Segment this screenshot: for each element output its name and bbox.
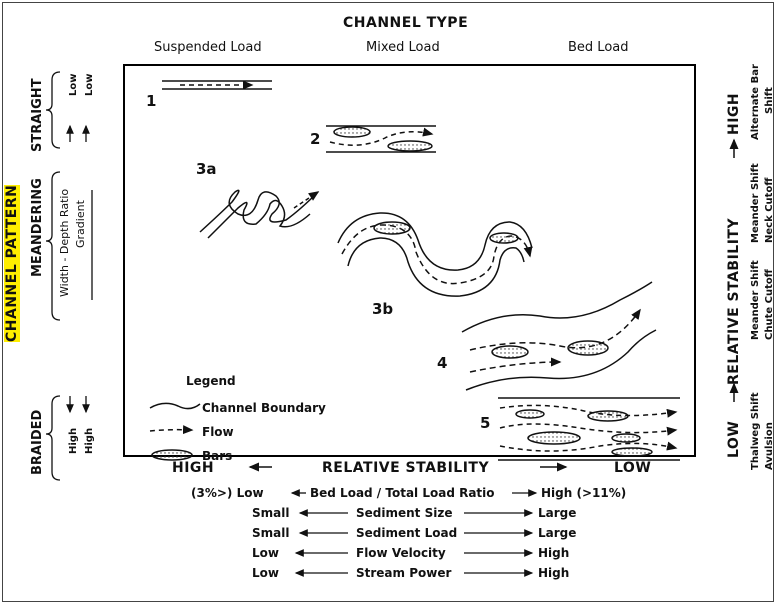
left-down-arrows: [70, 396, 86, 412]
bottom-table-arrows: [292, 493, 536, 573]
brace-braided: [46, 396, 60, 480]
diagram-5-channel: [498, 398, 680, 460]
diagram-3b-channel: [338, 213, 532, 296]
diagram-4-channel: [462, 282, 656, 390]
diagram-2-channel: [326, 126, 436, 152]
left-up-arrows: [70, 126, 86, 142]
diagram-1-channel: [162, 81, 272, 89]
legend-symbols: [150, 403, 200, 460]
brace-straight: [46, 72, 60, 148]
brace-meandering: [46, 172, 60, 320]
diagram-3a-channel: [200, 190, 318, 238]
